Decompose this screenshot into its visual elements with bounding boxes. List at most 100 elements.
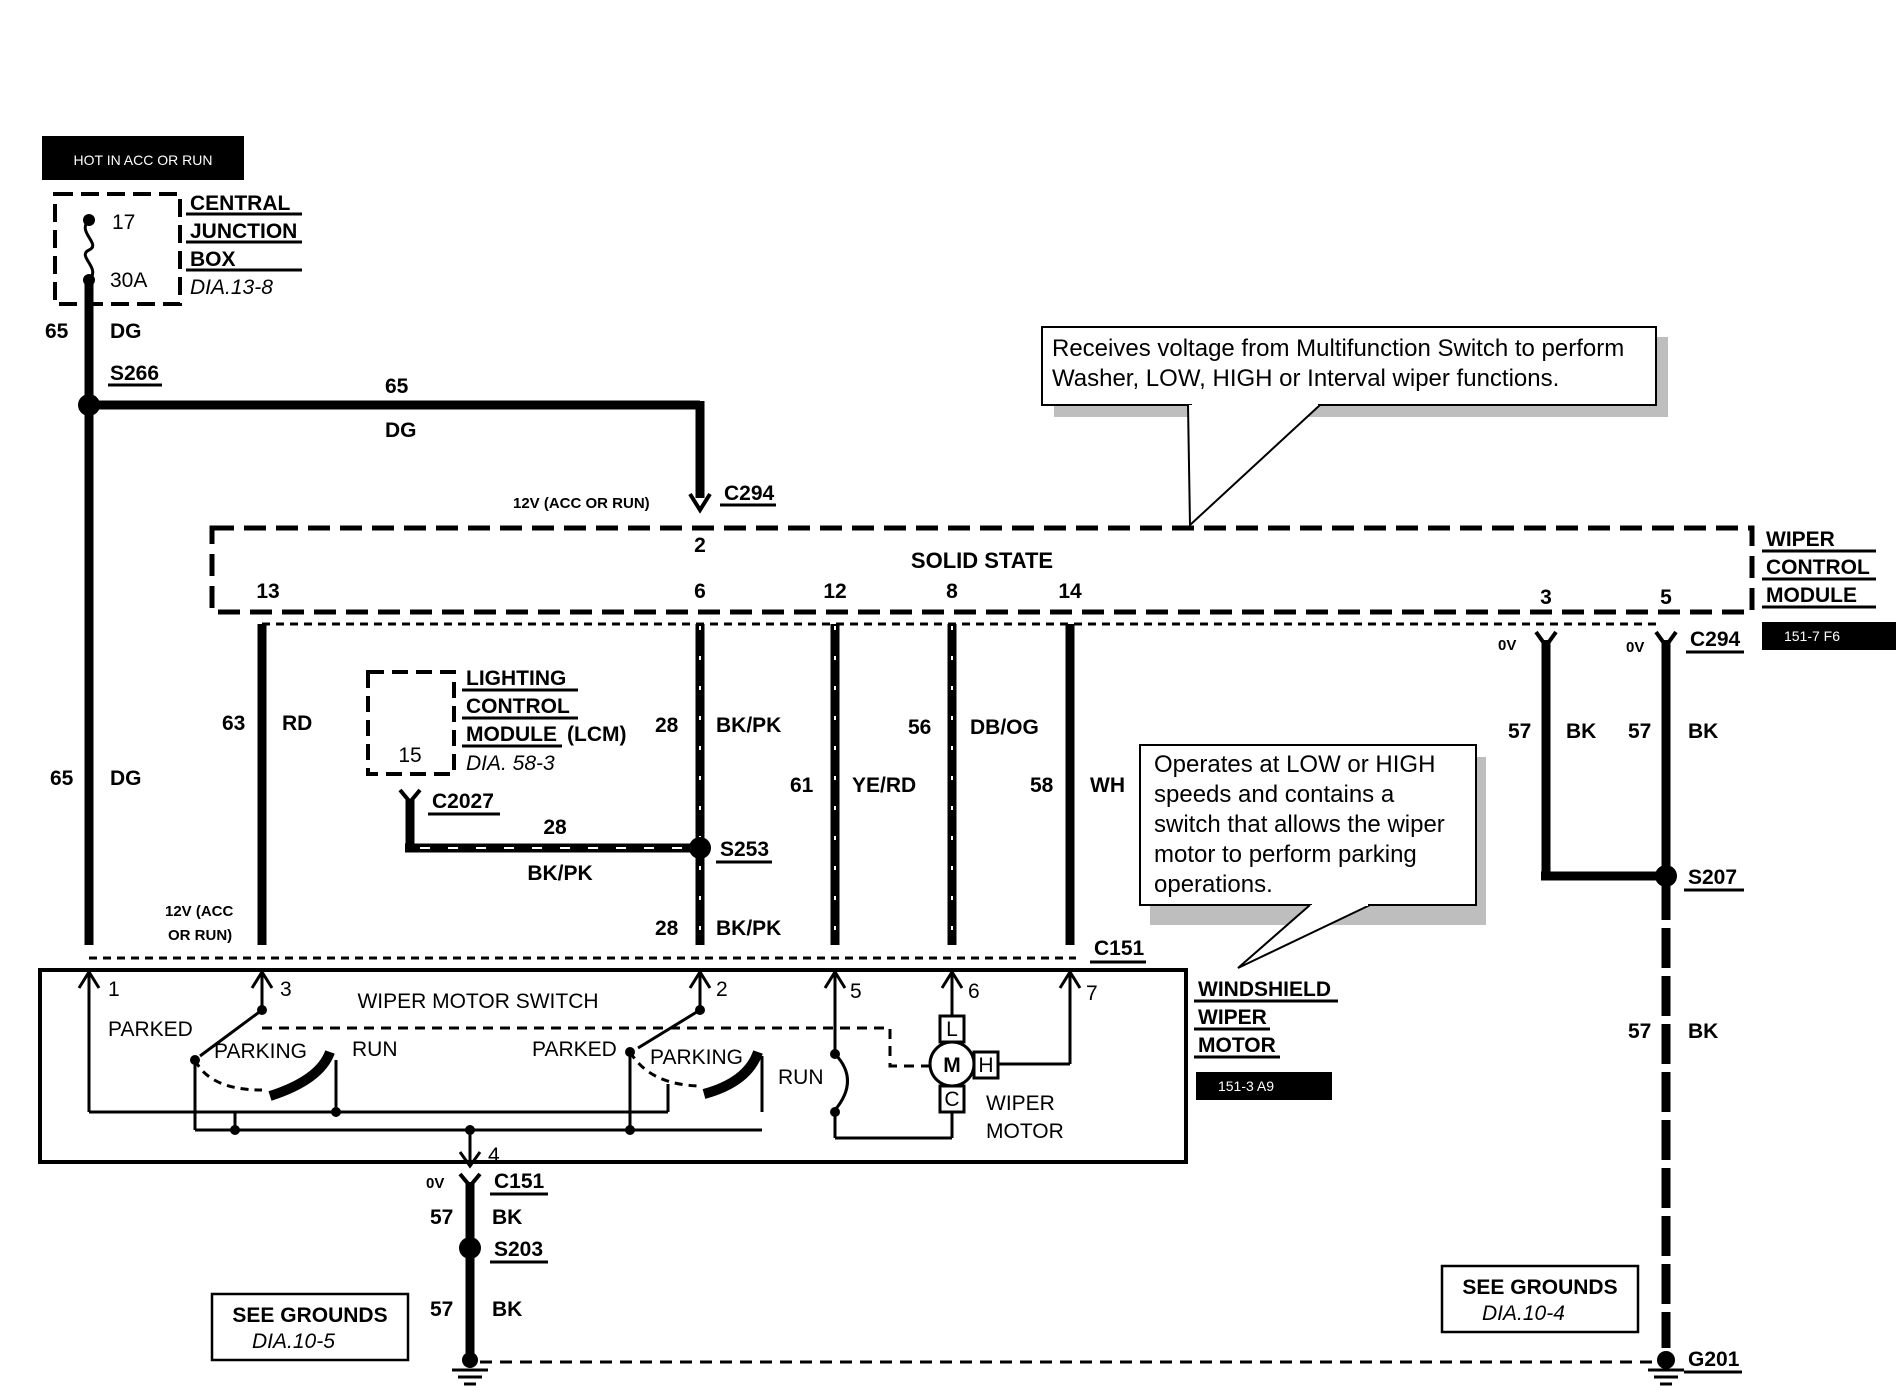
svg-text:12: 12 — [823, 580, 846, 603]
svg-text:PARKING: PARKING — [214, 1040, 307, 1063]
svg-text:Washer, LOW, HIGH or Interval: Washer, LOW, HIGH or Interval wiper func… — [1052, 365, 1559, 392]
svg-text:57: 57 — [1628, 1020, 1651, 1043]
svg-text:13: 13 — [256, 580, 279, 603]
svg-text:57: 57 — [1508, 720, 1531, 743]
svg-text:MODULE: MODULE — [1766, 584, 1857, 607]
svg-text:12V (ACC OR RUN): 12V (ACC OR RUN) — [513, 495, 650, 512]
svg-text:65: 65 — [45, 320, 69, 343]
callout-top: Receives voltage from Multifunction Swit… — [1041, 326, 1668, 528]
svg-text:OR RUN): OR RUN) — [168, 927, 232, 944]
svg-text:operations.: operations. — [1154, 871, 1273, 898]
svg-text:12V (ACC: 12V (ACC — [165, 903, 234, 920]
svg-text:WIPER: WIPER — [1198, 1006, 1267, 1029]
wiper-control-module: SOLID STATE 2 13 6 12 8 14 3 5 WIPER CON… — [209, 525, 1896, 650]
splice-s253: S253 — [720, 838, 769, 861]
svg-text:2: 2 — [694, 534, 706, 557]
svg-text:58: 58 — [1030, 774, 1054, 797]
svg-text:SEE GROUNDS: SEE GROUNDS — [1462, 1276, 1617, 1299]
svg-text:17: 17 — [112, 211, 135, 234]
svg-text:PARKED: PARKED — [532, 1038, 617, 1061]
run-switch — [830, 974, 952, 1140]
callout-middle: Operates at LOW or HIGH speeds and conta… — [1139, 744, 1486, 969]
svg-text:57: 57 — [430, 1298, 453, 1321]
ground-symbol-left — [452, 1352, 488, 1386]
windshield-wiper-motor: WINDSHIELD WIPER MOTOR 151-3 A9 WIPER MO… — [38, 968, 1338, 1164]
svg-text:WIPER: WIPER — [986, 1092, 1055, 1115]
svg-text:WIPER: WIPER — [1766, 528, 1835, 551]
splice-s207: S207 — [1688, 866, 1737, 889]
see-grounds-left: SEE GROUNDS DIA.10-5 — [210, 1292, 410, 1362]
svg-text:1: 1 — [108, 978, 120, 1001]
svg-text:61: 61 — [790, 774, 814, 797]
svg-text:M: M — [943, 1054, 961, 1077]
svg-text:56: 56 — [908, 716, 931, 739]
svg-text:28: 28 — [655, 917, 679, 940]
svg-text:MOTOR: MOTOR — [986, 1120, 1064, 1143]
svg-text:DG: DG — [385, 419, 417, 442]
svg-text:151-7 F6: 151-7 F6 — [1784, 628, 1840, 644]
svg-text:7: 7 — [1086, 982, 1098, 1005]
hot-label: HOT IN ACC OR RUN — [74, 152, 213, 168]
svg-text:BOX: BOX — [190, 248, 236, 271]
svg-text:MODULE: MODULE — [466, 723, 557, 746]
svg-text:DIA.13-8: DIA.13-8 — [190, 276, 273, 299]
svg-text:6: 6 — [694, 580, 706, 603]
svg-text:BK: BK — [492, 1206, 522, 1229]
svg-text:RUN: RUN — [352, 1038, 398, 1061]
svg-text:(LCM): (LCM) — [567, 723, 626, 746]
fuse-icon — [83, 218, 95, 282]
svg-text:8: 8 — [946, 580, 958, 603]
svg-text:Operates at LOW or HIGH: Operates at LOW or HIGH — [1154, 751, 1435, 778]
svg-text:PARKED: PARKED — [108, 1018, 193, 1041]
svg-text:speeds and contains a: speeds and contains a — [1154, 781, 1395, 808]
svg-text:MOTOR: MOTOR — [1198, 1034, 1276, 1057]
svg-text:30A: 30A — [110, 269, 147, 292]
svg-text:WH: WH — [1090, 774, 1125, 797]
svg-text:DG: DG — [110, 320, 142, 343]
motor-pin-arrows: 1 3 2 5 6 7 — [77, 969, 1098, 1005]
svg-text:65: 65 — [50, 767, 74, 790]
see-grounds-right: SEE GROUNDS DIA.10-4 — [1440, 1264, 1640, 1334]
svg-text:YE/RD: YE/RD — [852, 774, 916, 797]
parking-switch-b: PARKED PARKING RUN 4 — [195, 974, 824, 1169]
svg-text:DIA.10-4: DIA.10-4 — [1482, 1302, 1565, 1325]
svg-text:LIGHTING: LIGHTING — [466, 667, 566, 690]
ground-g201: G201 — [1688, 1348, 1740, 1371]
wiper-motor-icon: L M H C WIPER MOTOR — [928, 974, 1072, 1143]
lighting-control-module: 15 LIGHTING CONTROL MODULE (LCM) DIA. 58… — [366, 667, 626, 776]
svg-text:28: 28 — [655, 714, 679, 737]
svg-text:BK: BK — [1688, 720, 1718, 743]
svg-text:0V: 0V — [1498, 637, 1516, 654]
svg-text:14: 14 — [1058, 580, 1082, 603]
svg-text:JUNCTION: JUNCTION — [190, 220, 297, 243]
svg-text:6: 6 — [968, 980, 980, 1003]
svg-text:4: 4 — [488, 1144, 500, 1167]
svg-text:motor to perform parking: motor to perform parking — [1154, 841, 1417, 868]
svg-text:0V: 0V — [1626, 639, 1644, 656]
svg-text:3: 3 — [1540, 586, 1552, 609]
parking-switch-a: PARKED PARKING RUN — [87, 974, 398, 1130]
svg-text:5: 5 — [850, 980, 862, 1003]
svg-text:CENTRAL: CENTRAL — [190, 192, 290, 215]
connector-c294-top: C294 — [724, 482, 775, 505]
svg-text:SOLID STATE: SOLID STATE — [911, 548, 1053, 573]
svg-text:DB/OG: DB/OG — [970, 716, 1039, 739]
svg-text:28: 28 — [543, 816, 567, 839]
svg-text:DG: DG — [110, 767, 142, 790]
svg-text:H: H — [978, 1054, 993, 1077]
connector-c294-right: C294 — [1690, 628, 1741, 651]
svg-text:DIA.10-5: DIA.10-5 — [252, 1330, 335, 1353]
svg-text:5: 5 — [1660, 586, 1672, 609]
central-junction-box: 17 30A CENTRAL JUNCTION BOX DIA.13-8 — [53, 192, 302, 306]
splice-s203: S203 — [494, 1238, 543, 1261]
connector-c151-top: C151 — [1094, 937, 1145, 960]
svg-text:WIPER MOTOR SWITCH: WIPER MOTOR SWITCH — [357, 990, 598, 1013]
svg-text:BK: BK — [1566, 720, 1596, 743]
svg-text:BK: BK — [492, 1298, 522, 1321]
svg-text:BK: BK — [1688, 1020, 1718, 1043]
svg-text:151-3 A9: 151-3 A9 — [1218, 1078, 1274, 1094]
svg-text:BK/PK: BK/PK — [716, 917, 781, 940]
svg-text:15: 15 — [398, 744, 421, 767]
svg-text:57: 57 — [1628, 720, 1651, 743]
